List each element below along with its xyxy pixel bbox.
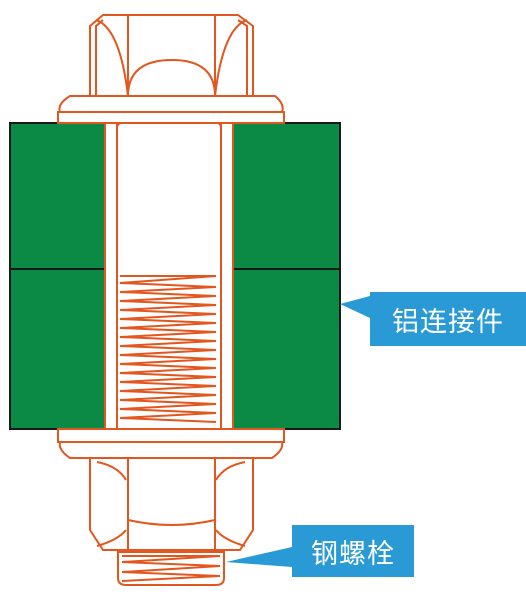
bolt-tail [117,551,225,586]
plate-right-upper [232,122,341,270]
bolt-head [89,14,254,97]
bolt-flange [57,95,285,124]
aluminum-connector-label: 铝连接件 [370,292,526,346]
callout-pointer-aluminum [340,296,370,318]
aluminum-plates [9,122,341,430]
callout-pointer-steel [226,547,292,567]
steel-bolt-label: 钢螺栓 [292,525,414,577]
plate-left-upper [9,122,106,270]
plate-right-lower [232,268,341,430]
lower-washer [57,428,285,459]
nut [89,457,254,551]
plate-left-lower [9,268,106,430]
bolt-thread [119,275,217,423]
